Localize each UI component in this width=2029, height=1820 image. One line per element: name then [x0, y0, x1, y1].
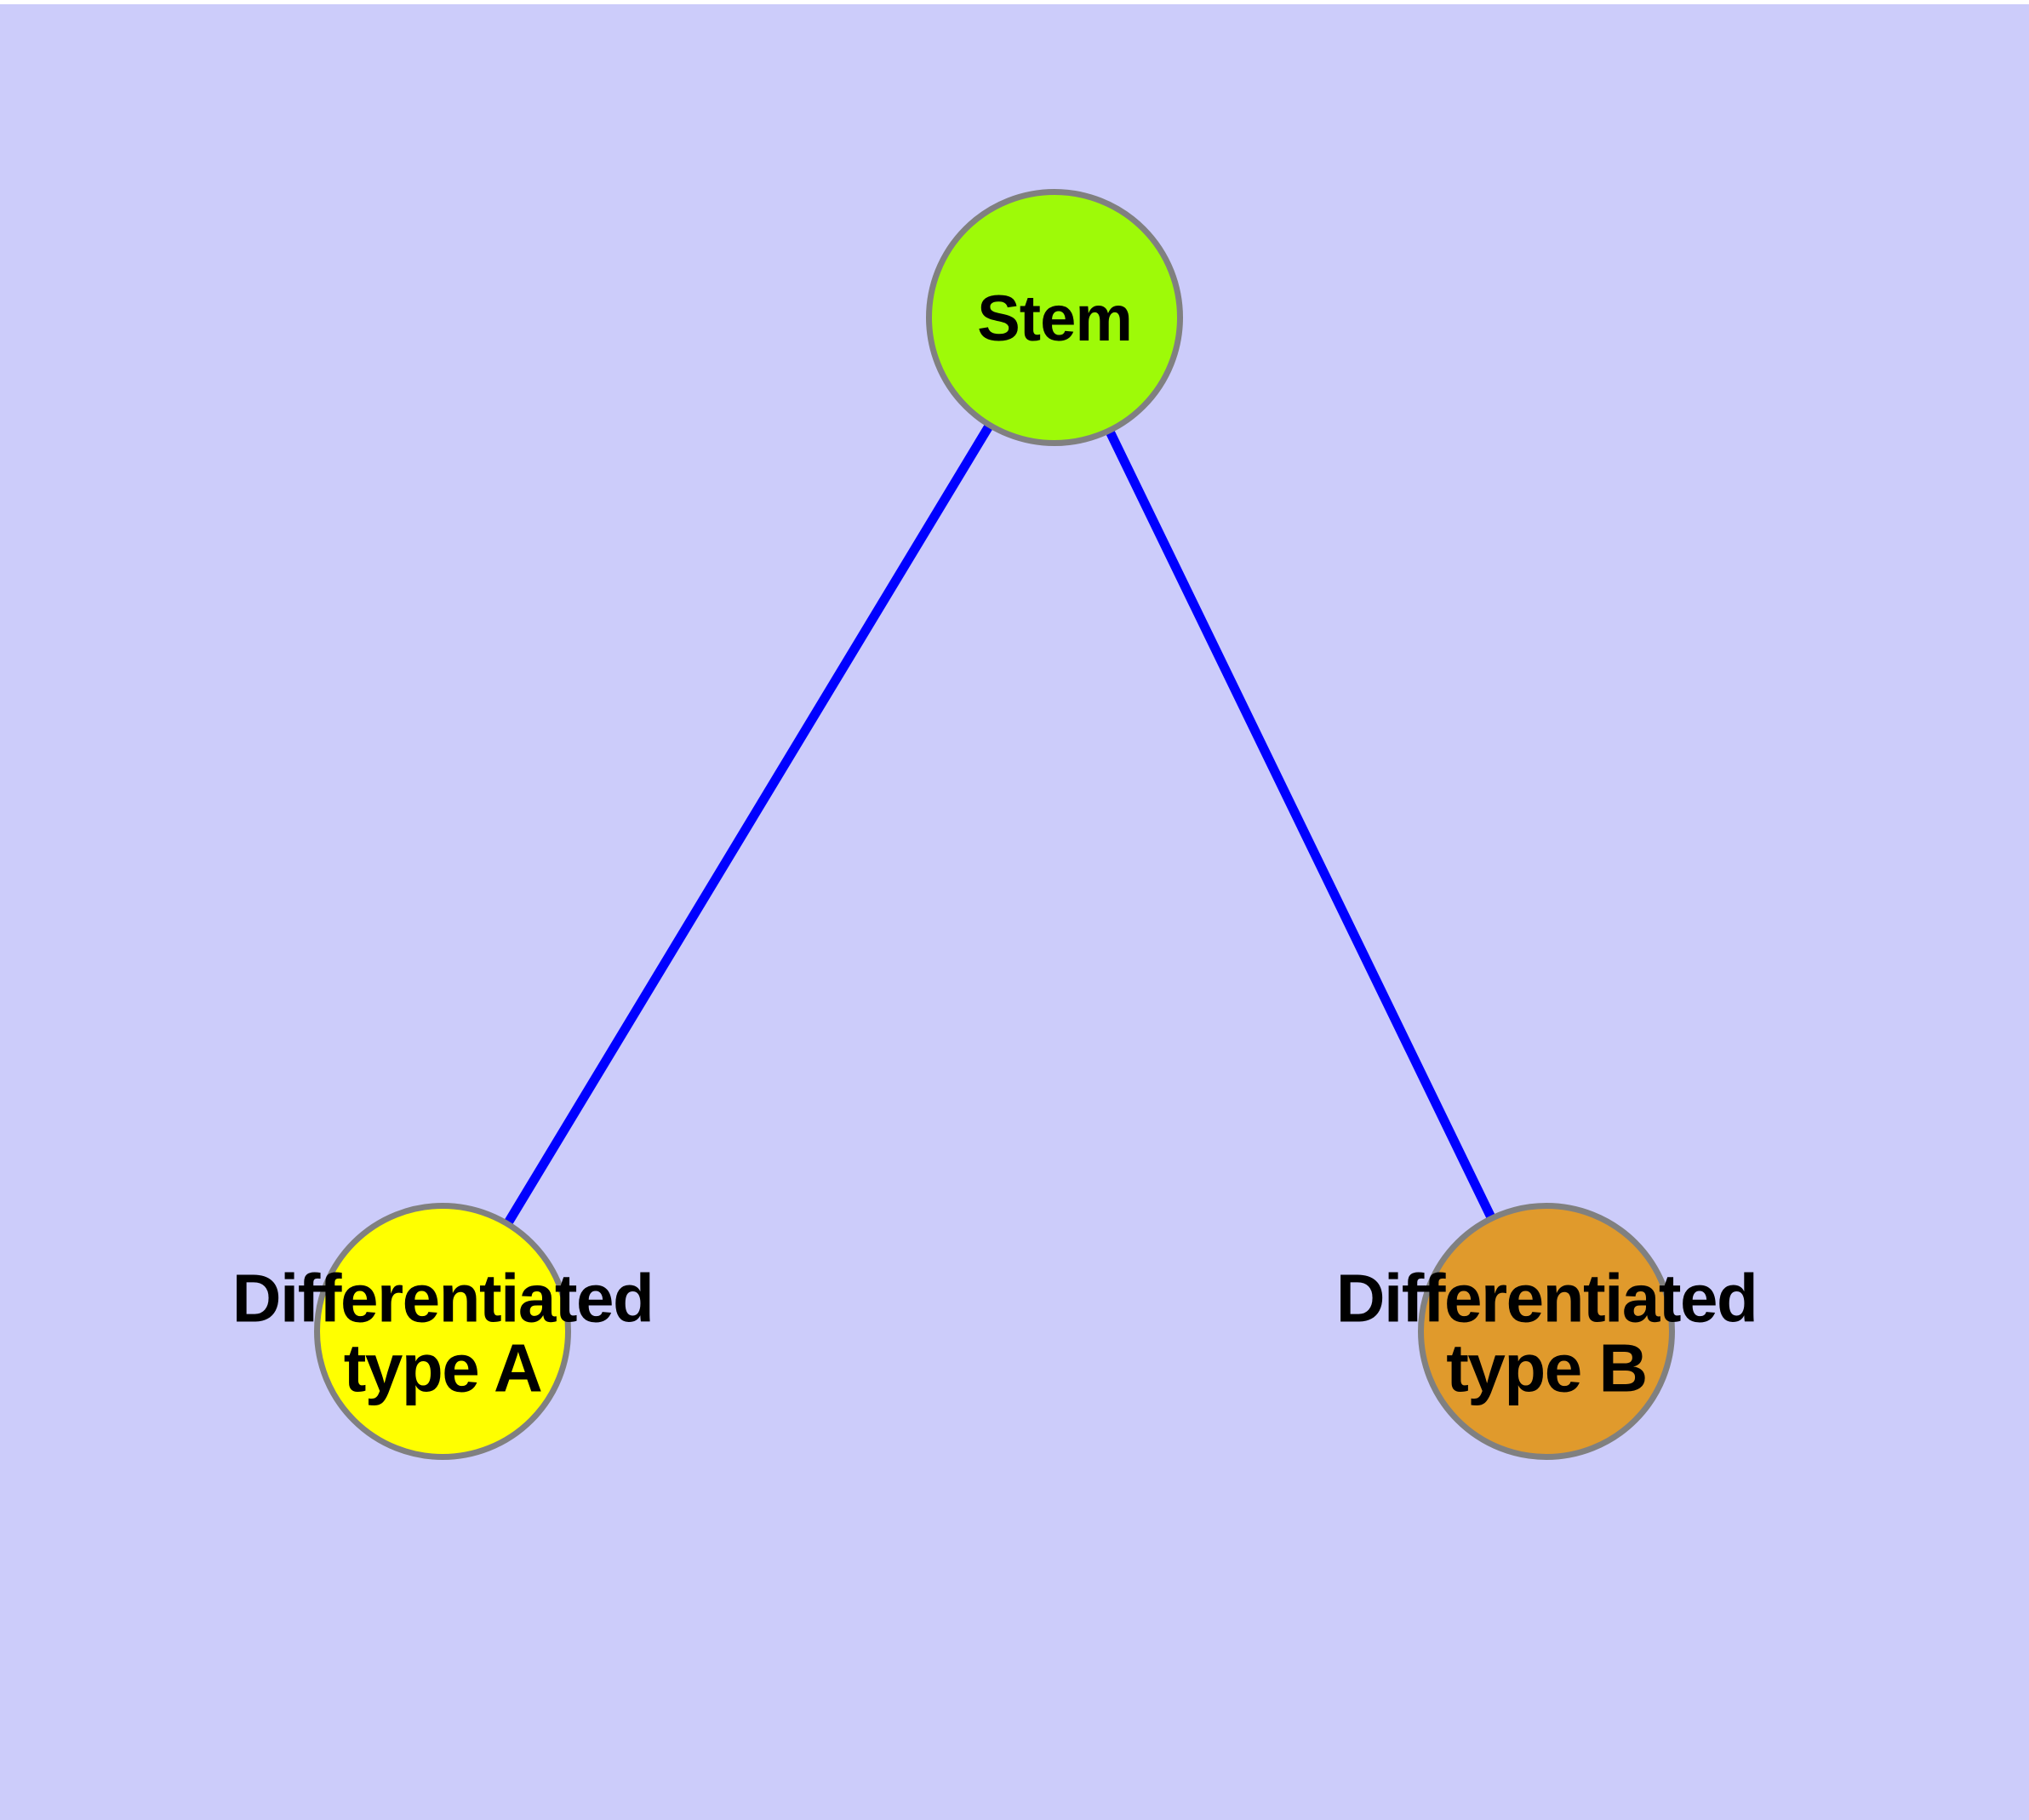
edge-stem-to-differentiated-type-a: [438, 315, 1059, 1334]
node-layer: [314, 189, 1675, 1460]
node-differentiated-type-b-circle[interactable]: [1418, 1203, 1675, 1460]
edge-layer: [438, 315, 1551, 1334]
node-stem-circle[interactable]: [926, 189, 1183, 446]
node-differentiated-type-a-circle[interactable]: [314, 1203, 571, 1460]
edge-stem-to-differentiated-type-b: [1050, 315, 1551, 1334]
